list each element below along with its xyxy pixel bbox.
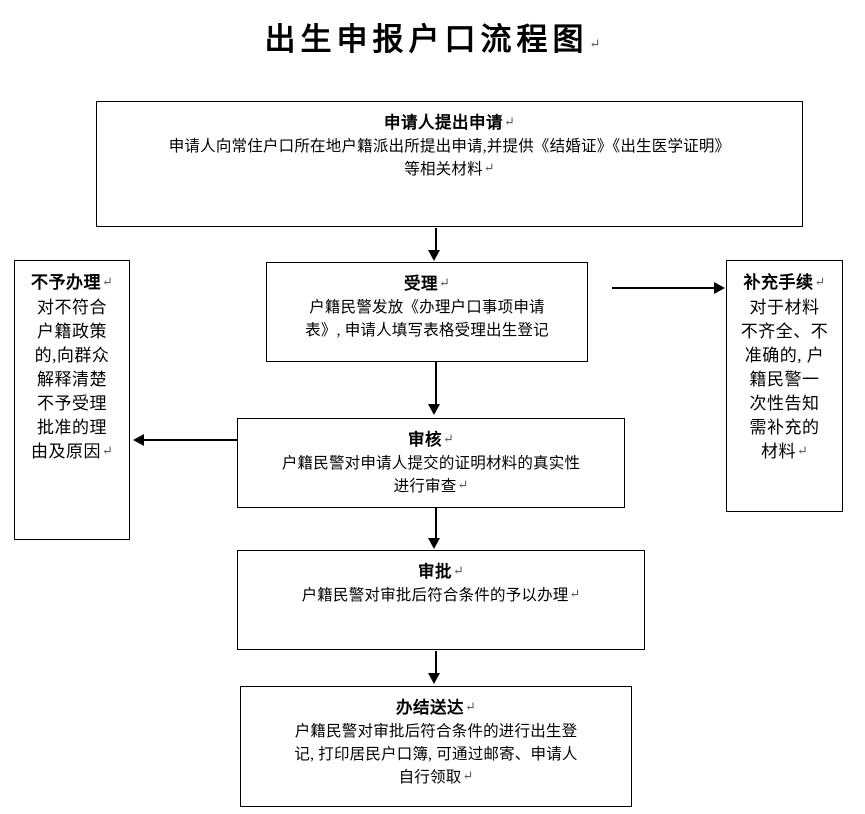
- edge-approve-to-deliver-line: [435, 651, 437, 675]
- paragraph-mark-icon: ↵: [504, 114, 515, 129]
- node-reject-body: 对不符合 户籍政策 的,向群众 解释清楚 不予受理 批准的理 由及原因↵: [23, 296, 121, 465]
- node-apply[interactable]: 申请人提出申请↵ 申请人向常住户口所在地户籍派出所提出申请,并提供《结婚证》《出…: [96, 101, 803, 227]
- paragraph-mark-icon: ↵: [569, 585, 581, 601]
- paragraph-mark-icon: ↵: [483, 160, 495, 176]
- node-apply-title: 申请人提出申请↵: [384, 113, 515, 132]
- paragraph-mark-icon: ↵: [439, 275, 450, 290]
- node-deliver[interactable]: 办结送达↵ 户籍民警对审批后符合条件的进行出生登 记, 打印居民户口簿, 可通过…: [240, 686, 632, 807]
- edge-review-to-approve-line: [435, 508, 437, 540]
- node-deliver-body: 户籍民警对审批后符合条件的进行出生登 记, 打印居民户口簿, 可通过邮寄、申请人…: [294, 722, 578, 787]
- node-reject-title: 不予办理↵: [31, 273, 113, 292]
- edge-review-to-reject-arrow-icon: [133, 434, 144, 446]
- node-approve-body: 户籍民警对审批后符合条件的予以办理↵: [301, 585, 581, 604]
- edge-apply-to-accept-arrow-icon: [428, 250, 440, 261]
- paragraph-mark-icon: ↵: [797, 443, 808, 459]
- page-title-text: 出生申报户口流程图: [264, 22, 589, 57]
- edge-apply-to-accept-line: [435, 228, 437, 252]
- paragraph-mark-icon: ↵: [102, 443, 113, 459]
- edge-accept-to-review-arrow-icon: [428, 404, 440, 415]
- node-supplement-body-last-line: 材料↵: [761, 442, 808, 462]
- edge-accept-to-supplement-line: [612, 287, 716, 289]
- node-reject[interactable]: 不予办理↵ 对不符合 户籍政策 的,向群众 解释清楚 不予受理 批准的理 由及原…: [14, 260, 130, 540]
- page-title: 出生申报户口流程图↵: [0, 14, 865, 59]
- edge-accept-to-supplement-arrow-icon: [714, 282, 725, 294]
- node-supplement-title: 补充手续↵: [743, 273, 826, 292]
- node-approve[interactable]: 审批↵ 户籍民警对审批后符合条件的予以办理↵: [237, 550, 645, 650]
- paragraph-mark-icon: ↵: [462, 768, 474, 784]
- node-apply-body: 申请人向常住户口所在地户籍派出所提出申请,并提供《结婚证》《出生医学证明》 等相…: [168, 137, 731, 179]
- paragraph-mark-icon: ↵: [814, 274, 826, 289]
- paragraph-mark-icon: ↵: [457, 477, 469, 493]
- paragraph-mark-icon: ↵: [589, 36, 601, 51]
- paragraph-mark-icon: ↵: [102, 274, 113, 289]
- node-deliver-title: 办结送达↵: [396, 698, 476, 717]
- paragraph-mark-icon: ↵: [443, 431, 454, 446]
- node-review-body: 户籍民警对申请人提交的证明材料的真实性 进行审查↵: [281, 454, 581, 496]
- edge-accept-to-review-line: [435, 362, 437, 406]
- node-review-title: 审核↵: [408, 430, 454, 449]
- node-accept-title: 受理↵: [404, 274, 450, 293]
- paragraph-mark-icon: ↵: [453, 563, 464, 578]
- paragraph-mark-icon: ↵: [465, 699, 476, 714]
- edge-approve-to-deliver-arrow-icon: [428, 673, 440, 684]
- node-accept[interactable]: 受理↵ 户籍民警发放《办理户口事项申请 表》, 申请人填写表格受理出生登记: [266, 262, 588, 362]
- node-review[interactable]: 审核↵ 户籍民警对申请人提交的证明材料的真实性 进行审查↵: [237, 418, 625, 508]
- node-accept-body: 户籍民警发放《办理户口事项申请 表》, 申请人填写表格受理出生登记: [305, 298, 549, 340]
- node-supplement[interactable]: 补充手续↵ 对于材料 不齐全、不 准确的, 户 籍民警一 次性告知 需补充的 材…: [726, 260, 843, 512]
- node-approve-title: 审批↵: [418, 562, 464, 581]
- node-supplement-body: 对于材料 不齐全、不 准确的, 户 籍民警一 次性告知 需补充的 材料↵: [735, 296, 834, 465]
- node-reject-body-last-line: 由及原因↵: [31, 442, 113, 462]
- edge-review-to-approve-arrow-icon: [428, 538, 440, 549]
- edge-review-to-reject-line: [144, 439, 237, 441]
